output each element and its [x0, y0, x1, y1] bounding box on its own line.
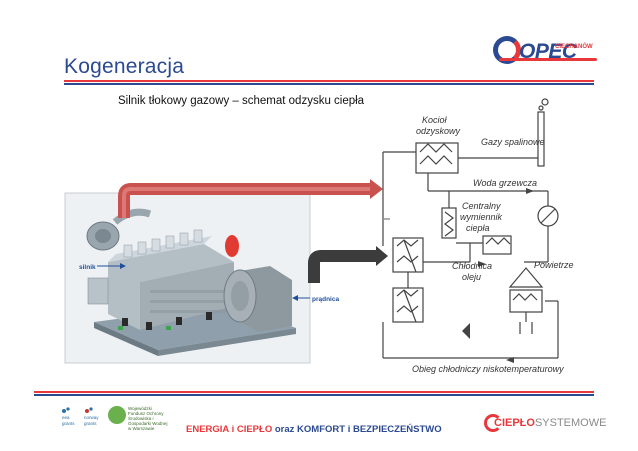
- schematic: [382, 98, 559, 359]
- cieplo-logo-text: CIEPŁOSYSTEMOWE: [494, 417, 606, 429]
- cooling-arrow-head: [376, 246, 388, 266]
- engine-label: silnik: [79, 264, 96, 271]
- opec-logo-subtext: CIECHANÓW: [555, 44, 593, 50]
- cieplo-logo-mark: [484, 414, 502, 432]
- label-oil-2: oleju: [462, 272, 481, 282]
- label-exhaust: Gazy spalinowe: [481, 137, 545, 147]
- footer-divider-blue: [34, 394, 594, 396]
- label-boiler-2: odzyskowy: [416, 126, 461, 136]
- generator-label: prądnica: [312, 296, 339, 303]
- label-circuit: Obieg chłodniczy niskotemperaturowy: [412, 364, 564, 374]
- wfosigw-logo-mark: [108, 406, 126, 424]
- opec-logo-mark: [493, 36, 521, 64]
- cieplo-logo-bold: CIEPŁO: [494, 417, 535, 429]
- tagline-and: oraz: [274, 424, 295, 435]
- label-hx-1: Centralny: [462, 201, 501, 211]
- label-oil-1: Chłodnica: [452, 261, 492, 271]
- eea-norway-grants-logo: eea grants norway grants: [62, 407, 99, 426]
- label-boiler-1: Kocioł: [422, 115, 448, 125]
- air-cooler: [508, 267, 544, 288]
- engine-image: [86, 208, 296, 356]
- cieplo-logo-light: SYSTEMOWE: [534, 417, 607, 429]
- label-water: Woda grzewcza: [473, 178, 537, 188]
- opec-logo-text: OPEC: [519, 40, 577, 63]
- opec-logo: OPEC CIECHANÓW: [493, 34, 601, 70]
- wfosigw-logo: Wojewódzki Fundusz Ochrony Środowiska i …: [108, 404, 170, 436]
- exhaust-arrow-head: [370, 179, 383, 199]
- eea-logo-line2: grants: [62, 421, 75, 426]
- recovery-boiler: [415, 142, 459, 174]
- norway-logo-line1: norway: [84, 415, 99, 420]
- footer-tagline: ENERGIA i CIEPŁO oraz KOMFORT i BEZPIECZ…: [186, 424, 442, 435]
- cooling-arrow: [308, 250, 378, 283]
- eea-logo-line1: eea: [62, 415, 70, 420]
- slide-title: Kogeneracja: [64, 55, 185, 78]
- schematic-arrowheads: [462, 188, 534, 363]
- tagline-energy: ENERGIA i CIEPŁO: [186, 424, 273, 435]
- slide-subtitle: Silnik tłokowy gazowy – schemat odzysku …: [118, 95, 365, 107]
- chimney: [537, 111, 545, 167]
- label-hx-3: ciepła: [466, 223, 490, 233]
- label-hx-2: wymiennik: [460, 212, 503, 222]
- tagline-comfort: KOMFORT i BEZPIECZEŃSTWO: [297, 424, 442, 435]
- footer-divider-red: [34, 391, 594, 393]
- header-divider-red: [64, 80, 594, 82]
- opec-logo-swoosh: [499, 58, 597, 61]
- norway-logo-line2: grants: [84, 421, 97, 426]
- label-air: Powietrze: [534, 260, 574, 270]
- oil-cooler: [482, 235, 512, 255]
- header-divider-blue: [64, 83, 594, 85]
- wfosigw-logo-text: Wojewódzki Fundusz Ochrony Środowiska i …: [128, 406, 168, 431]
